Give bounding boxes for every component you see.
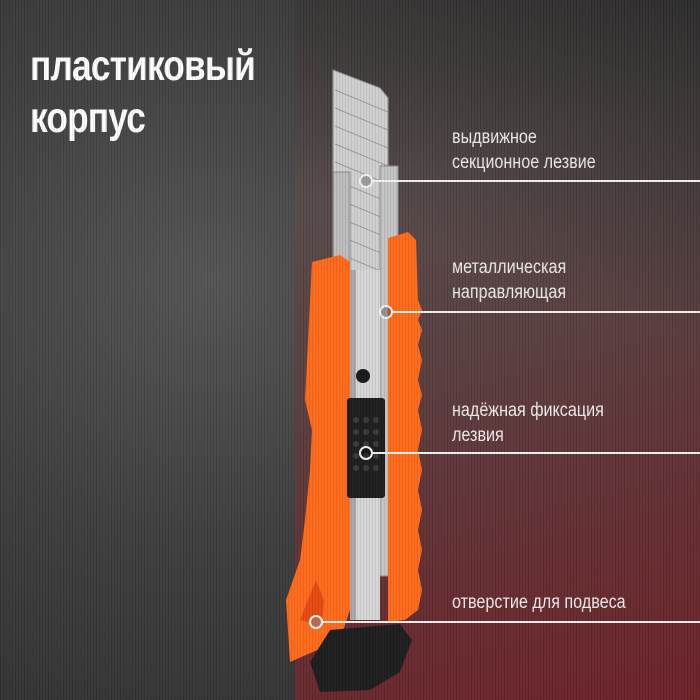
callout-line-blade [372,180,700,182]
callout-label-guide: металлическая направляющая [452,257,567,303]
page-title: пластиковый корпус [30,40,256,144]
rivet-icon [356,369,370,383]
title-line-2: корпус [30,94,146,142]
callout-label-blade: выдвижное секционное лезвие [452,127,596,173]
end-cap-icon [310,624,412,692]
callout-dot-blade [359,174,373,188]
callout-label-lock: надёжная фиксация лезвия [452,400,604,446]
callout-line-hole [322,621,700,623]
callout-dot-guide [379,305,393,319]
callout-dot-lock [359,446,373,460]
callout-label-hole: отверстие для подвеса [452,592,626,613]
callout-line-lock [372,452,700,454]
title-line-1: пластиковый [30,42,256,90]
callout-line-guide [392,311,700,313]
callout-dot-hole [309,615,323,629]
